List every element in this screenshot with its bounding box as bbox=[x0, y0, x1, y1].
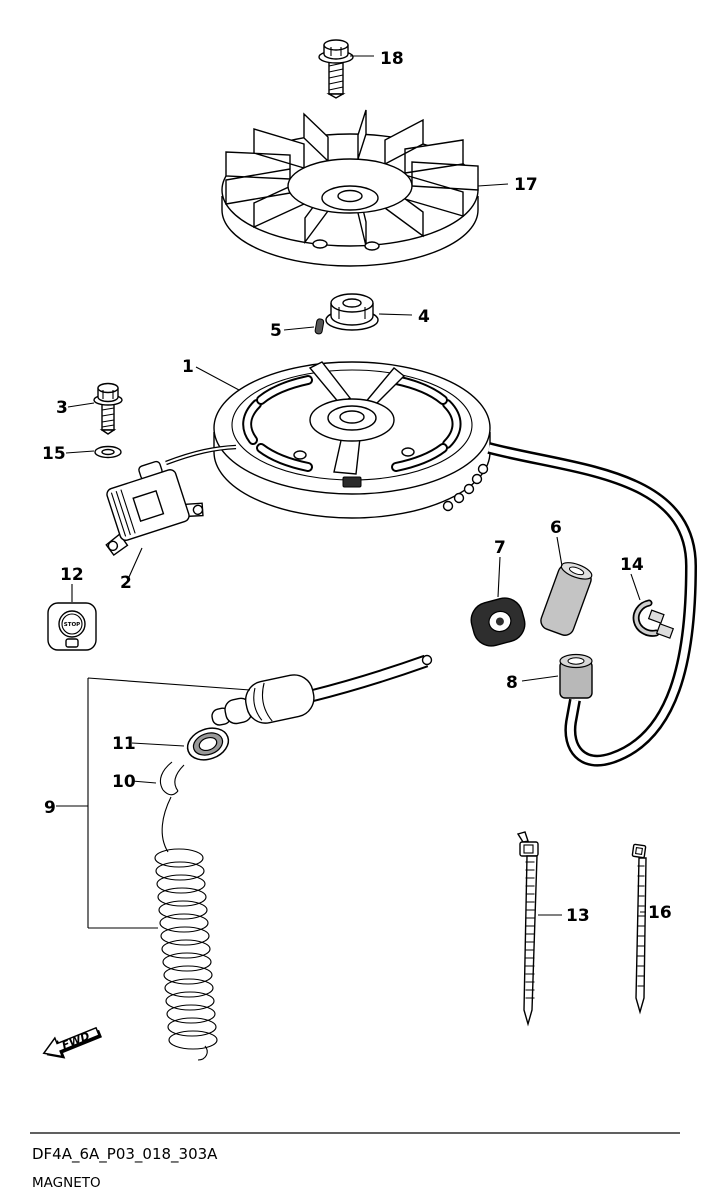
part-label-16: 16 bbox=[648, 903, 672, 923]
part-label-1: 1 bbox=[182, 357, 194, 377]
main-harness-wire bbox=[487, 442, 698, 767]
woodruff-key bbox=[314, 318, 325, 335]
plug-boot bbox=[211, 674, 315, 726]
part-label-8: 8 bbox=[506, 673, 518, 693]
part-label-17: 17 bbox=[514, 175, 538, 195]
part-label-18: 18 bbox=[380, 49, 404, 69]
part-label-14: 14 bbox=[620, 555, 644, 575]
wire-clamp bbox=[632, 599, 675, 639]
fwd-arrow-label: FWD bbox=[60, 1029, 92, 1052]
fan-blades bbox=[225, 109, 479, 247]
coiled-wire-spring bbox=[154, 848, 218, 1061]
part-label-6: 6 bbox=[550, 518, 562, 538]
grommet bbox=[186, 727, 230, 761]
part-label-2: 2 bbox=[120, 573, 132, 593]
ignition-coil bbox=[105, 460, 204, 556]
part-label-15: 15 bbox=[42, 444, 66, 464]
flywheel-nut bbox=[325, 293, 379, 331]
washer-15 bbox=[94, 445, 122, 459]
drawing-code: DF4A_6A_P03_018_303A bbox=[32, 1145, 218, 1164]
part-label-5: 5 bbox=[270, 321, 282, 341]
flywheel-fan bbox=[221, 109, 479, 267]
rotor-slots bbox=[242, 375, 462, 472]
wire-terminal bbox=[159, 761, 185, 853]
coil-lead-wire bbox=[165, 444, 237, 466]
part-label-9: 9 bbox=[44, 798, 56, 818]
part-labels: 18 17 4 5 1 3 15 2 12 7 6 14 8 11 10 9 1… bbox=[42, 49, 672, 926]
footer: DF4A_6A_P03_018_303A MAGNETO bbox=[30, 1132, 680, 1191]
stop-switch-label: STOP bbox=[64, 622, 80, 628]
flange-bolt-3 bbox=[93, 382, 123, 435]
cable-tie-13 bbox=[516, 831, 539, 1027]
stop-switch: STOP bbox=[47, 602, 97, 651]
part-label-7: 7 bbox=[494, 538, 506, 558]
part-label-12: 12 bbox=[60, 565, 84, 585]
plug-cap-tube bbox=[540, 562, 593, 636]
plug-lead-wire bbox=[309, 654, 433, 703]
wire-sleeve bbox=[559, 653, 593, 699]
flange-bolt-18 bbox=[318, 39, 354, 99]
magneto-rotor bbox=[213, 361, 491, 519]
rotor-scallops bbox=[442, 463, 489, 512]
page-title: MAGNETO bbox=[32, 1175, 101, 1191]
spark-plug-cap bbox=[470, 597, 526, 647]
part-label-10: 10 bbox=[112, 772, 136, 792]
bracket-9 bbox=[87, 677, 251, 929]
part-label-13: 13 bbox=[566, 906, 590, 926]
cable-tie-16 bbox=[631, 843, 647, 1015]
part-label-3: 3 bbox=[56, 398, 68, 418]
fwd-direction-arrow: FWD bbox=[42, 1026, 102, 1059]
part-label-11: 11 bbox=[112, 734, 136, 754]
leader-lines bbox=[56, 55, 646, 916]
part-label-4: 4 bbox=[418, 307, 430, 327]
